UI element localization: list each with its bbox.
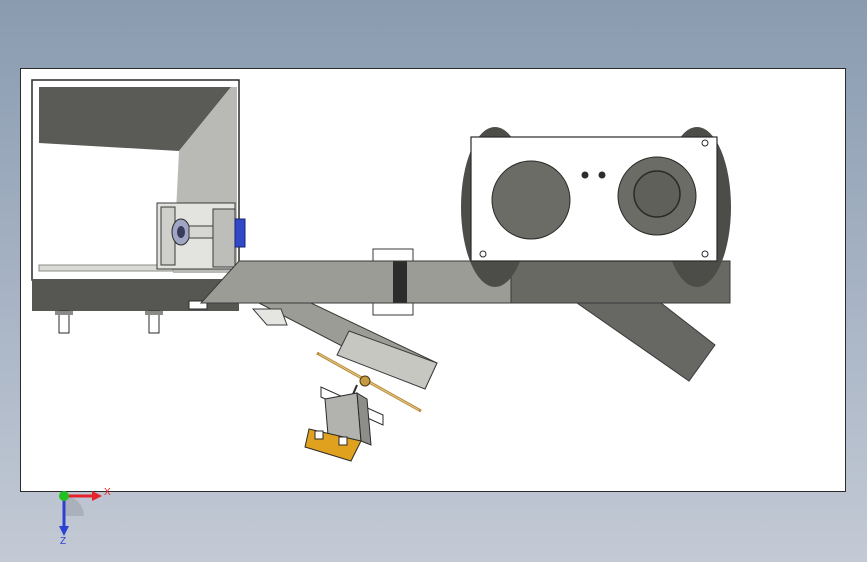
- y-axis-dot: [59, 491, 69, 501]
- arm-tip: [336, 330, 438, 390]
- motor-terminal-1: [314, 430, 324, 440]
- sensor-hole-3: [701, 139, 709, 147]
- dc-motor-propeller[interactable]: [304, 351, 422, 462]
- main-beam[interactable]: [199, 248, 731, 382]
- cad-model-view[interactable]: [21, 69, 847, 493]
- sensor-hole-2: [701, 250, 709, 258]
- x-axis-arrowhead: [92, 491, 102, 501]
- servo-blue-tab: [234, 218, 246, 248]
- box-leg-cap-right: [145, 311, 163, 315]
- z-axis-arrowhead: [59, 526, 69, 536]
- beam-clamp-top: [372, 248, 414, 262]
- servo-body: [212, 208, 236, 268]
- graphics-viewport[interactable]: [20, 68, 846, 492]
- servo-shaft: [188, 225, 214, 239]
- box-bracket-small: [188, 300, 208, 310]
- box-housing[interactable]: [31, 79, 240, 334]
- box-inner-top-wall: [39, 87, 231, 151]
- box-floor-edge: [38, 264, 174, 272]
- beam-clamp-bottom: [372, 302, 414, 316]
- coordinate-triad: X Z: [59, 487, 111, 544]
- motor-terminal-2: [338, 436, 348, 446]
- motor-can-side: [356, 392, 372, 446]
- box-leg-cap-left: [55, 311, 73, 315]
- z-axis-label: Z: [60, 536, 66, 544]
- sensor-transducer-left: [491, 160, 571, 240]
- servo-horn-hub: [177, 226, 185, 238]
- sensor-crystal-pin-1: [581, 171, 589, 179]
- triad-plane-shade: [64, 496, 84, 516]
- servo-assembly[interactable]: [156, 202, 246, 270]
- ultrasonic-sensor[interactable]: [461, 127, 731, 287]
- arm-hinge: [251, 308, 288, 326]
- beam-left-section: [199, 260, 512, 304]
- beam-diagonal-leg: [575, 302, 716, 382]
- lower-arm[interactable]: [251, 302, 438, 390]
- sensor-crystal-pin-2: [598, 171, 606, 179]
- sensor-hole-1: [479, 250, 487, 258]
- x-axis-label: X: [104, 487, 111, 498]
- sensor-transducer-ring: [633, 170, 681, 218]
- beam-clamp-band: [393, 261, 407, 303]
- propeller-hub: [359, 375, 371, 387]
